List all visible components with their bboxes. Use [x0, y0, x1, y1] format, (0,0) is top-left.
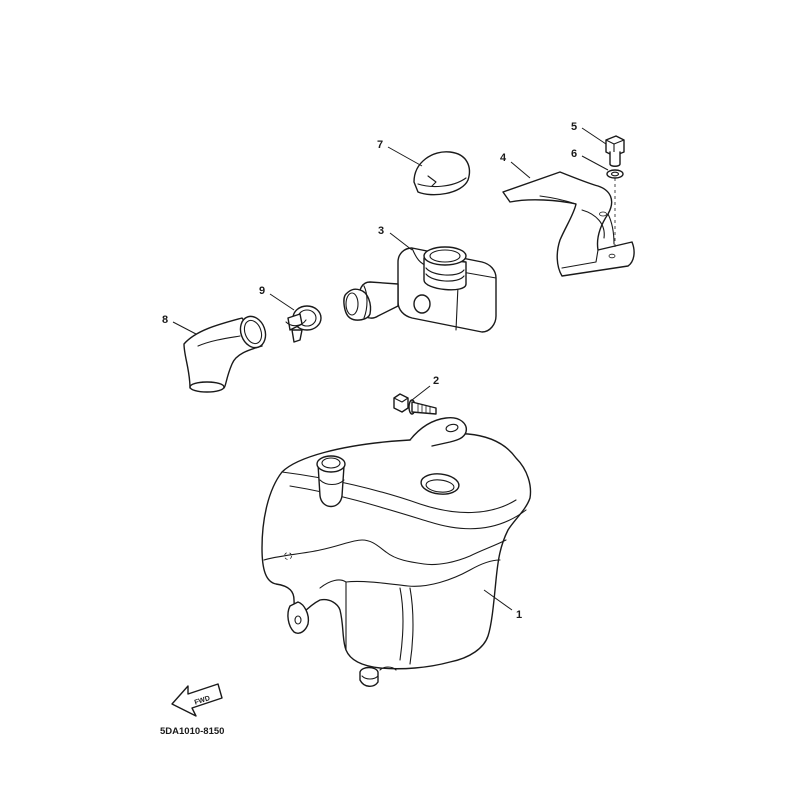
callout-2: 2	[433, 375, 439, 387]
leader-line-5	[581, 127, 607, 145]
part-5-bolt[interactable]	[605, 135, 625, 167]
callout-5: 5	[571, 121, 577, 133]
callout-9: 9	[259, 285, 265, 297]
diagram-code: 5DA1010-8150	[160, 726, 224, 737]
leader-line-1	[483, 589, 513, 611]
callout-6: 6	[571, 148, 577, 160]
callout-1: 1	[516, 609, 522, 621]
part-6-washer[interactable]	[606, 169, 624, 179]
forward-arrow-icon	[171, 683, 223, 717]
fwd-label: FWD	[194, 695, 211, 707]
callout-4: 4	[500, 152, 507, 164]
part-4-bracket[interactable]	[502, 171, 635, 277]
leader-line-8	[172, 321, 197, 335]
part-1-oil-tank[interactable]	[261, 417, 532, 687]
callout-7: 7	[377, 139, 383, 151]
callout-8: 8	[162, 314, 168, 326]
part-7-cap[interactable]	[413, 151, 471, 196]
part-9-clamp[interactable]	[285, 305, 322, 343]
leader-line-3	[389, 232, 413, 251]
leader-line-2	[411, 385, 431, 401]
callout-3: 3	[378, 225, 384, 237]
leader-line-4	[510, 161, 531, 179]
part-2-bolt[interactable]	[393, 393, 437, 415]
fwd-direction-badge: FWD	[171, 683, 223, 717]
part-8-elbow-hose[interactable]	[183, 313, 270, 393]
leader-line-6	[581, 155, 609, 171]
part-3-filler-neck[interactable]	[343, 246, 497, 333]
leader-line-9	[269, 293, 295, 311]
leader-line-7	[387, 146, 423, 167]
